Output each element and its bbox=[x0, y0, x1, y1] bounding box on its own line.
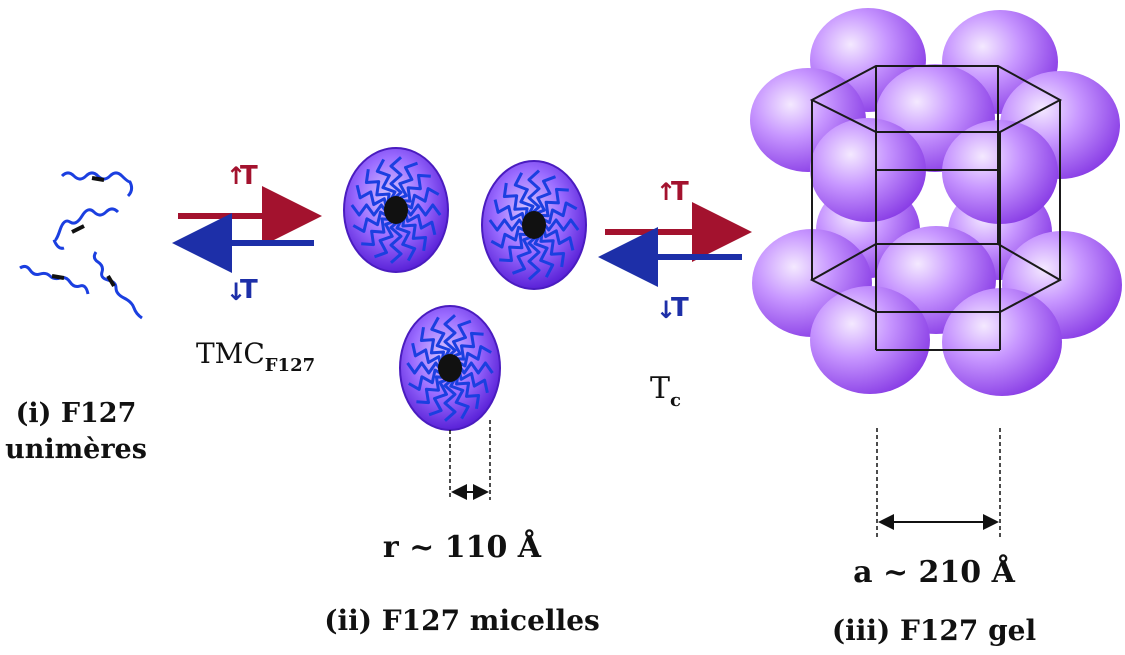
tc-label: Tc bbox=[650, 371, 681, 411]
chain-core bbox=[71, 224, 85, 234]
micelles bbox=[343, 147, 587, 431]
micelle-core bbox=[438, 354, 462, 382]
lattice-spacing-dimension bbox=[876, 428, 1001, 540]
cool-temperature-letter: T bbox=[240, 275, 258, 305]
chain-core bbox=[51, 274, 65, 280]
gel-sphere bbox=[942, 288, 1062, 396]
micelles-label: (ii) F127 micelles bbox=[324, 604, 600, 637]
unimer-chain bbox=[19, 264, 90, 295]
heat-temperature-letter: T bbox=[240, 161, 258, 191]
transition-2: ↑ T ↓ T Tc bbox=[598, 177, 752, 411]
micelle bbox=[343, 147, 449, 273]
heat-temperature-letter: T bbox=[671, 177, 689, 207]
gel-label: (iii) F127 gel bbox=[832, 614, 1036, 647]
unimer-chain bbox=[52, 207, 120, 250]
heat-arrow-glyph: ↑ bbox=[656, 178, 676, 206]
micelle-radius-label: r ~ 110 Å bbox=[383, 529, 542, 565]
micelle-core bbox=[384, 196, 408, 224]
gel-sphere bbox=[810, 118, 926, 222]
unimers-label-line1: (i) F127 bbox=[16, 398, 137, 429]
heat-arrow-glyph: ↑ bbox=[226, 162, 246, 190]
tmc-label: TMCF127 bbox=[196, 337, 315, 376]
lattice-spacing-label: a ~ 210 Å bbox=[853, 554, 1016, 590]
chain-core bbox=[91, 176, 105, 182]
gel-lattice bbox=[750, 8, 1122, 396]
hexagonal-cell bbox=[809, 65, 1063, 351]
micelle bbox=[399, 305, 501, 431]
unimer-chain bbox=[92, 251, 143, 320]
gel-sphere bbox=[810, 286, 930, 394]
cool-temperature-letter: T bbox=[671, 293, 689, 323]
micelle-radius-dimension bbox=[449, 420, 491, 500]
unimer-chains bbox=[19, 171, 143, 320]
transition-1: ↑ T ↓ T TMCF127 bbox=[172, 161, 322, 376]
cool-arrow-glyph: ↓ bbox=[656, 296, 676, 324]
micelle bbox=[481, 160, 587, 290]
cool-arrow-glyph: ↓ bbox=[226, 278, 246, 306]
unimer-chain bbox=[60, 171, 134, 198]
unimers-label-line2: unimères bbox=[5, 434, 147, 465]
chain-core bbox=[106, 274, 116, 288]
micelle-core bbox=[522, 211, 546, 239]
